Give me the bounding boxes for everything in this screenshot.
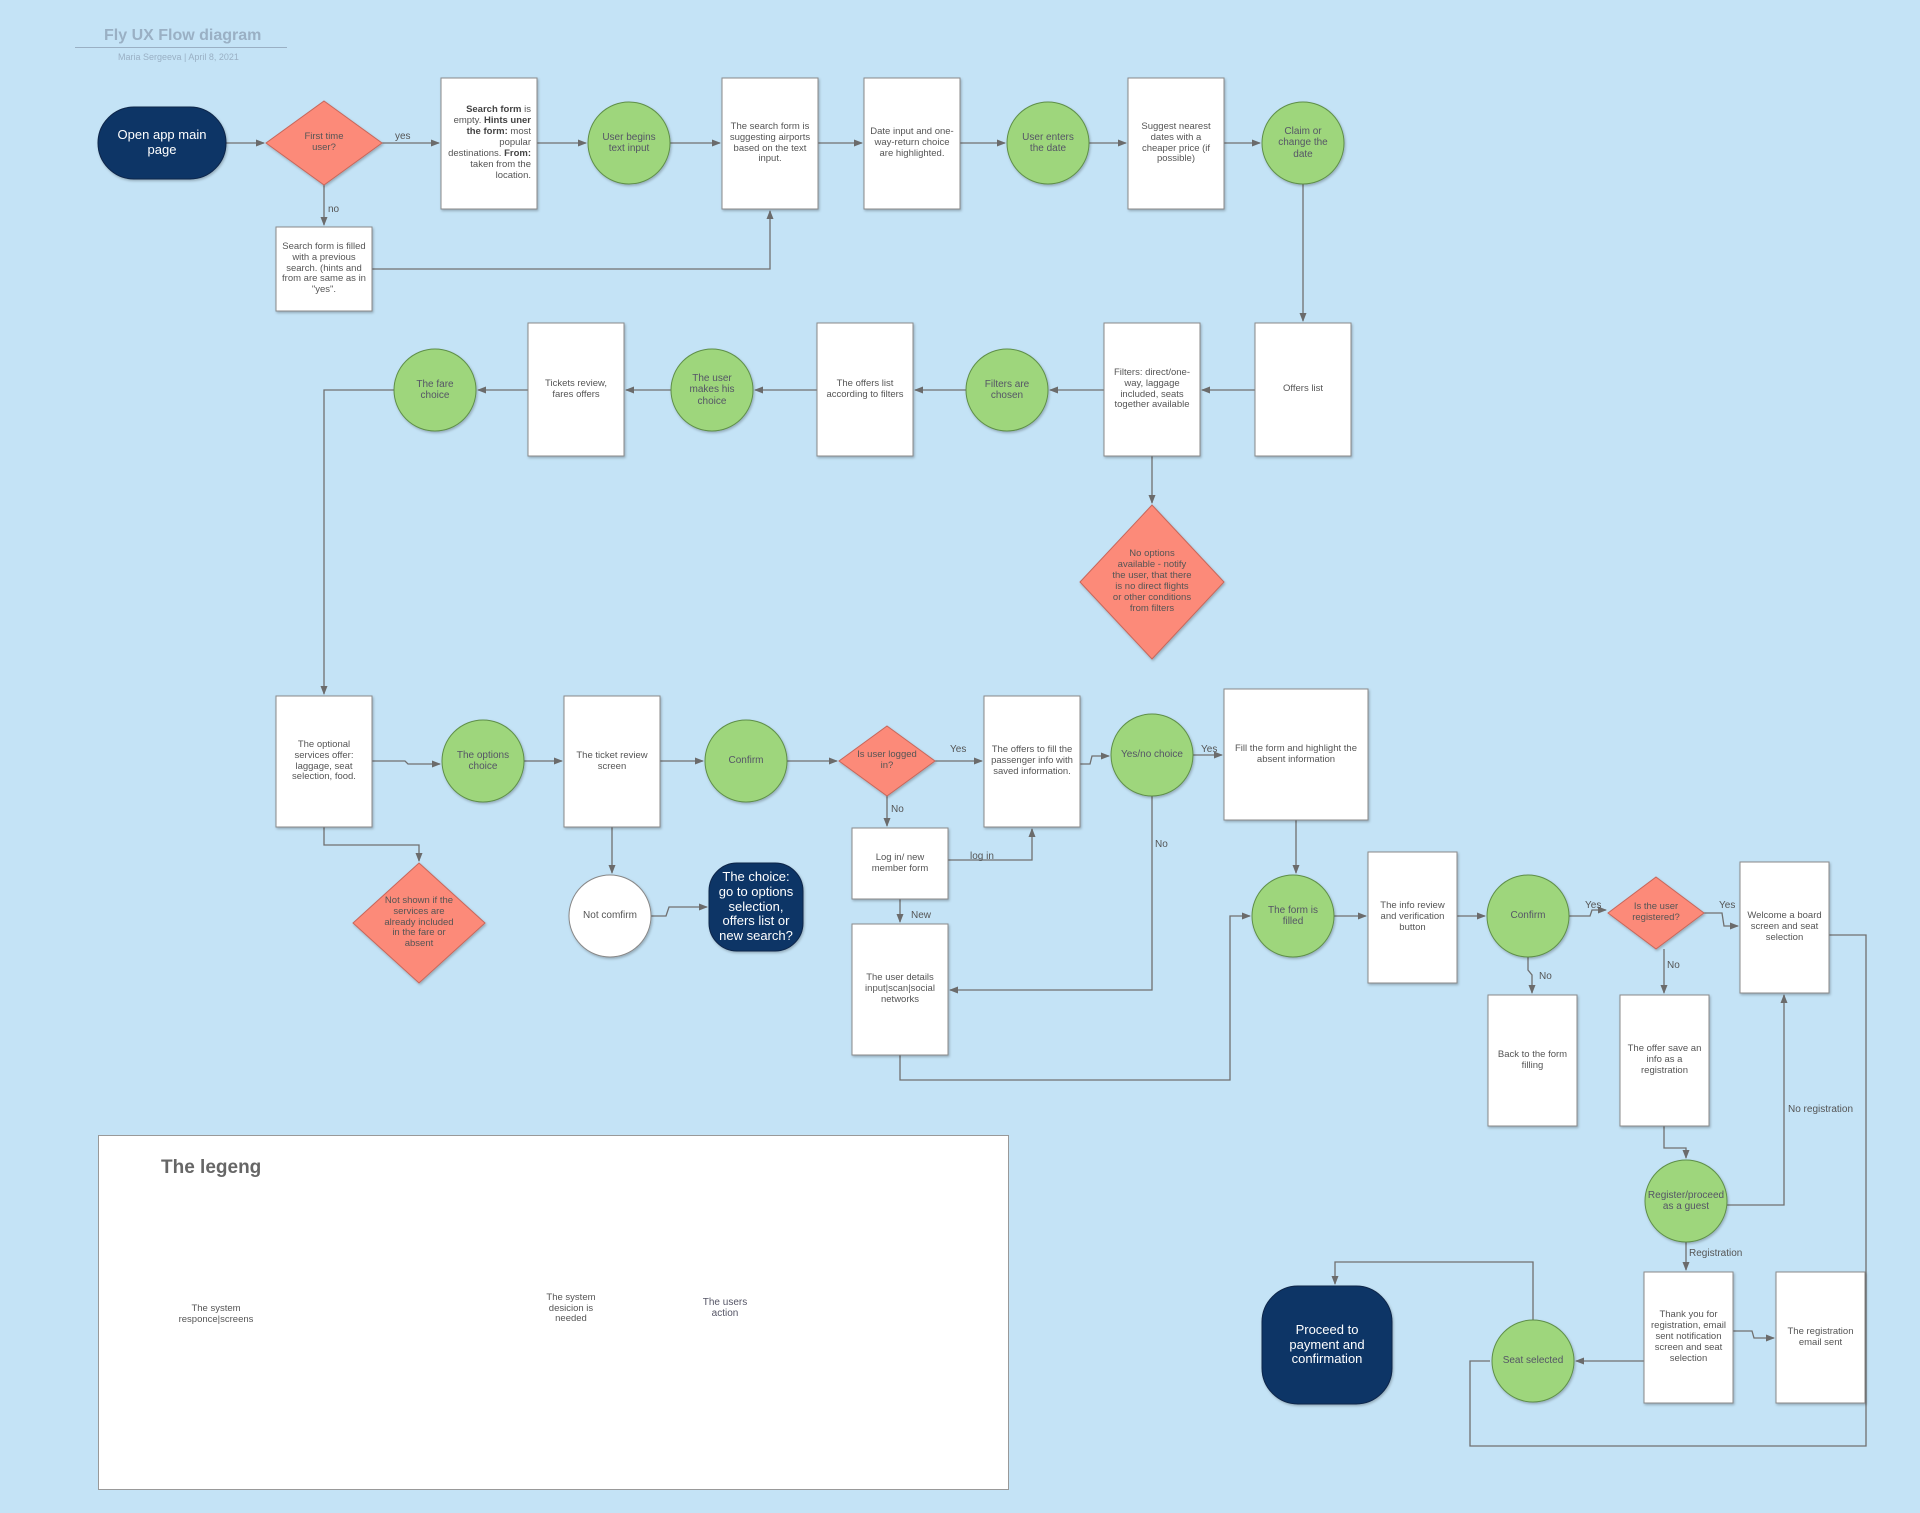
legend-box	[98, 1135, 1009, 1490]
title-underline	[75, 47, 287, 48]
edge-label-noreg: No registration	[1788, 1104, 1854, 1115]
filters-chosen-node	[965, 348, 1049, 432]
edge-label-new: New	[911, 910, 932, 921]
form-filled-node	[1251, 874, 1335, 958]
no-options-decision	[1079, 504, 1225, 660]
reg-email-node	[1775, 1271, 1866, 1404]
options-choice-node	[441, 719, 525, 803]
open-app-node	[97, 106, 227, 180]
tickets-review-node	[527, 322, 625, 457]
edge-label-reg: Registration	[1689, 1248, 1743, 1259]
edge-thank-email	[1733, 1330, 1775, 1342]
welcome-node	[1739, 861, 1830, 994]
diagram-subtitle: Maria Sergeeva | April 8, 2021	[118, 52, 239, 62]
offers-fill-node	[983, 695, 1081, 828]
not-confirm-node	[568, 874, 652, 958]
optional-services-node	[275, 695, 373, 828]
suggest-dates-node	[1127, 77, 1225, 210]
offer-save-node	[1619, 994, 1710, 1127]
confirm1-node	[704, 719, 788, 803]
edge-offersave-guest	[1663, 1126, 1690, 1159]
yes-no-node	[1110, 713, 1194, 797]
search-prev-node	[275, 226, 373, 312]
logged-in-decision	[838, 725, 936, 797]
edge-login-offersfill	[948, 828, 1036, 861]
edge-seat-payment	[1331, 1261, 1534, 1320]
edge-label-no3: No	[1155, 839, 1168, 850]
edge-label-login: log in	[970, 851, 994, 862]
edge-label-no4: No	[1539, 971, 1552, 982]
filters-node	[1103, 322, 1201, 457]
edge-label-no1: no	[328, 204, 340, 215]
edge-label-yes2: Yes	[950, 744, 967, 755]
first-time-decision	[265, 100, 383, 186]
edge-optional-options	[372, 760, 441, 768]
thank-you-node	[1643, 1271, 1734, 1404]
login-form-node	[851, 827, 949, 900]
edge-prev-suggest	[372, 210, 774, 270]
user-details-node	[851, 923, 949, 1056]
proceed-payment-node	[1261, 1285, 1393, 1405]
legend-title: The legeng	[161, 1157, 262, 1178]
fare-choice-node	[393, 348, 477, 432]
edge-notconfirm-choice	[651, 903, 708, 917]
seat-selected-node	[1491, 1319, 1575, 1403]
edge-yesno-details	[949, 796, 1153, 994]
edge-guest-welcome	[1727, 994, 1788, 1206]
claim-date-node	[1261, 101, 1345, 185]
edge-label-no2: No	[891, 804, 904, 815]
info-review-node	[1367, 851, 1458, 984]
edge-label-yes5: Yes	[1719, 900, 1736, 911]
user-begins-node	[587, 101, 671, 185]
edge-registered-welcome	[1704, 912, 1739, 930]
edge-offersfill-yesno	[1080, 752, 1110, 765]
offers-filtered-node	[816, 322, 914, 457]
edge-confirm2-back	[1527, 957, 1536, 994]
back-form-node	[1487, 994, 1578, 1127]
edge-label-yes1: yes	[395, 131, 411, 142]
edge-label-no5: No	[1667, 960, 1680, 971]
edge-optional-notshown	[323, 827, 423, 862]
search-empty-node	[440, 77, 538, 210]
user-enters-date-node	[1006, 101, 1090, 185]
date-input-node	[863, 77, 961, 210]
offers-list-node	[1254, 322, 1352, 457]
edge-confirm2-registered	[1569, 906, 1607, 917]
search-suggest-node	[721, 77, 819, 210]
register-guest-node	[1644, 1159, 1728, 1243]
fill-form-node	[1223, 688, 1369, 821]
user-choice-node	[670, 348, 754, 432]
edge-label-yes4: Yes	[1585, 900, 1602, 911]
the-choice-node	[708, 862, 804, 952]
edge-welcome-seat	[1469, 934, 1867, 1447]
not-shown-decision	[352, 862, 486, 984]
registered-decision	[1607, 876, 1705, 950]
diagram-title: Fly UX Flow diagram	[104, 27, 262, 44]
confirm2-node	[1486, 874, 1570, 958]
edge-fare-optional	[320, 389, 394, 695]
ticket-review-screen-node	[563, 695, 661, 828]
edge-details-formfilled	[899, 912, 1251, 1081]
edge-label-yes3: Yes	[1201, 744, 1218, 755]
